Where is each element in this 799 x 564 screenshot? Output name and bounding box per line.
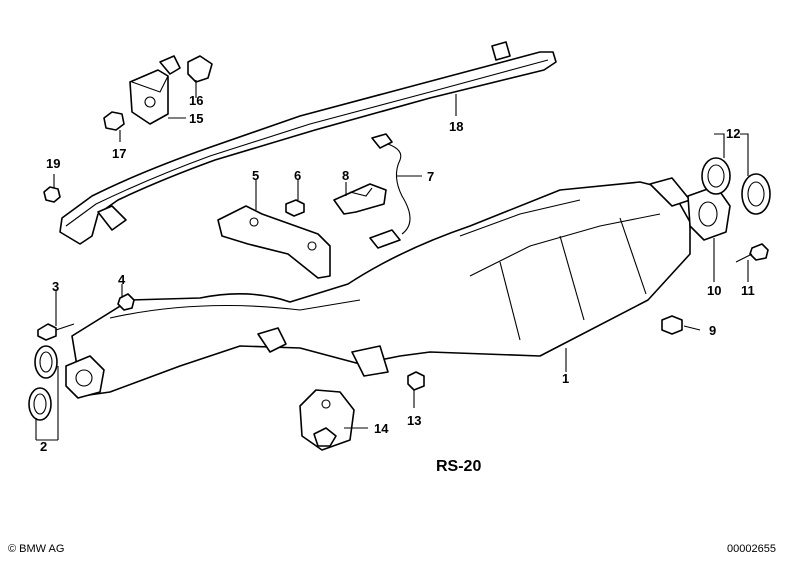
label-8: 8 xyxy=(342,168,349,183)
rubber-mount-14[interactable] xyxy=(299,389,355,451)
label-7: 7 xyxy=(427,169,434,184)
copyright-text: © BMW AG xyxy=(8,543,64,555)
rubber-mount-bracket[interactable] xyxy=(129,55,181,125)
part-labels: 1 2 3 4 5 6 7 8 9 10 11 12 13 14 15 16 1… xyxy=(40,93,755,454)
flange-gasket-10[interactable] xyxy=(687,185,731,241)
leader-lines xyxy=(35,80,749,441)
sealing-ring-12[interactable] xyxy=(701,157,771,215)
label-2: 2 xyxy=(40,439,47,454)
nut-19[interactable] xyxy=(43,186,61,203)
holder-8[interactable] xyxy=(333,183,387,215)
label-15: 15 xyxy=(189,111,203,126)
bolt-3[interactable] xyxy=(37,323,75,341)
nut-9[interactable] xyxy=(661,315,683,335)
label-3: 3 xyxy=(52,279,59,294)
clip[interactable] xyxy=(187,55,213,83)
oxygen-sensor[interactable] xyxy=(369,133,411,249)
label-18: 18 xyxy=(449,119,463,134)
label-1: 1 xyxy=(562,371,569,386)
catalytic-converter[interactable] xyxy=(65,177,691,399)
image-number: 00002655 xyxy=(727,543,776,555)
label-13: 13 xyxy=(407,413,421,428)
label-17: 17 xyxy=(112,146,126,161)
label-4: 4 xyxy=(118,272,126,287)
label-6: 6 xyxy=(294,168,301,183)
label-10: 10 xyxy=(707,283,721,298)
bolt-11[interactable] xyxy=(735,243,769,263)
drawing-code: RS-20 xyxy=(436,458,481,475)
nut-13[interactable] xyxy=(407,371,425,391)
label-12: 12 xyxy=(726,126,740,141)
bracket-5[interactable] xyxy=(217,205,331,279)
label-9: 9 xyxy=(709,323,716,338)
label-16: 16 xyxy=(189,93,203,108)
hex-nut-17[interactable] xyxy=(103,111,125,131)
gasket-2[interactable] xyxy=(28,345,58,421)
label-5: 5 xyxy=(252,168,259,183)
heat-shield-strip[interactable] xyxy=(59,41,557,245)
bolt-6[interactable] xyxy=(285,199,305,217)
label-11: 11 xyxy=(741,283,755,298)
label-14: 14 xyxy=(374,421,389,436)
label-19: 19 xyxy=(46,156,60,171)
